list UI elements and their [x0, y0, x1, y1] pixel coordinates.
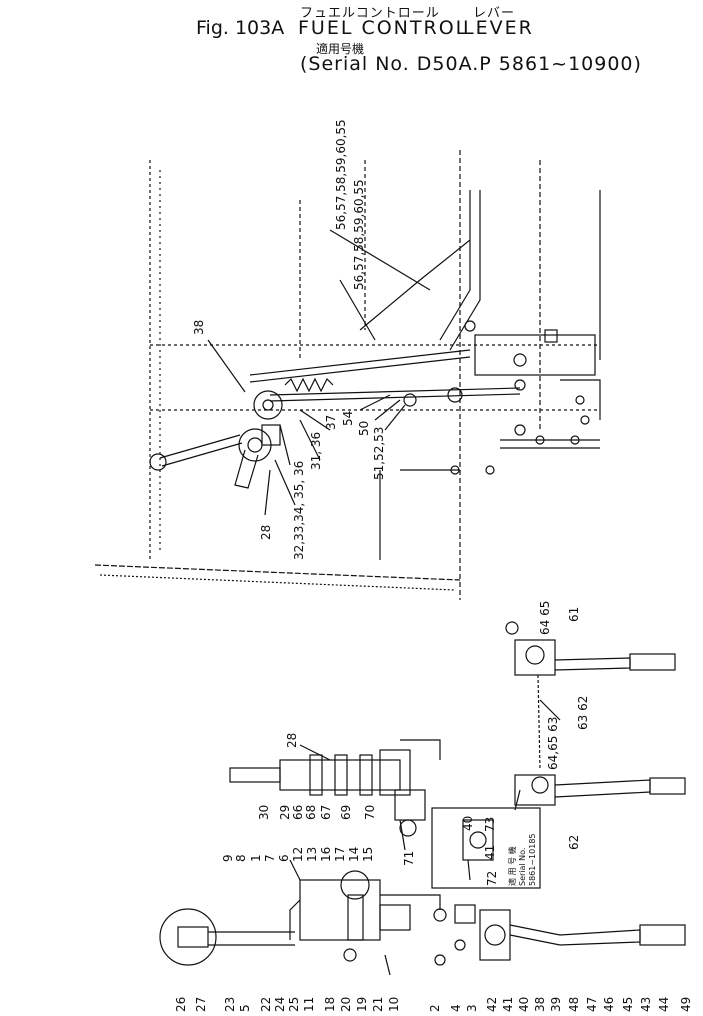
callout-40-inset: 40	[461, 816, 475, 831]
callout-bottom-item: 22	[259, 997, 273, 1012]
callout-bottom-row: 26 27 23 5 22 24 25 11 18 20 19 21 10 2 …	[174, 997, 693, 1012]
callout-63-62: 63 62	[576, 696, 590, 730]
callout-row-a-item: 30	[257, 805, 271, 820]
lower-callouts: 64 65 61 63 62 64,65 63 62 28 30 29 66 6…	[174, 601, 693, 1012]
callout-bottom-item: 45	[621, 997, 635, 1012]
callout-bottom-item: 18	[323, 997, 337, 1012]
callout-row-b-item: 8	[234, 854, 248, 862]
callout-bottom-item: 49	[679, 997, 693, 1012]
callout-bottom-item: 20	[339, 997, 353, 1012]
inset-serial-note: 適 用 号 機 Serial No. 5861~10185	[507, 833, 537, 886]
lower-assembly-view	[159, 621, 686, 976]
callout-61: 61	[567, 607, 581, 622]
callout-31-36: 31, 36	[309, 432, 323, 470]
callout-64-65-top: 64 65	[538, 601, 552, 635]
callout-row-a-item: 68	[304, 805, 318, 820]
callout-row-a-item: 29	[278, 805, 292, 820]
callout-row-b-item: 6	[277, 854, 291, 862]
callout-bottom-item: 10	[387, 997, 401, 1012]
japanese-lever-label: レバー	[473, 6, 516, 21]
callout-38: 38	[192, 320, 206, 335]
callout-row-a-item: 66	[291, 805, 305, 820]
callout-bottom-item: 40	[517, 997, 531, 1012]
upper-assembly-view	[94, 150, 601, 600]
callout-row-a-item: 69	[339, 805, 353, 820]
title-block: フュエルコントロール レバー Fig. 103A FUEL CONTROL LE…	[0, 0, 703, 80]
callout-41-inset: 41	[483, 845, 497, 860]
callout-row-b-item: 9	[221, 854, 235, 862]
callout-bottom-item: 39	[549, 997, 563, 1012]
callout-row-b-item: 12	[291, 847, 305, 862]
callout-row-b-item: 17	[333, 847, 347, 862]
figure-number: Fig. 103A	[196, 17, 285, 39]
callout-row-b: 9 8 1 7 6 12 13 16 17 14 15	[221, 847, 375, 862]
callout-bottom-item: 2	[428, 1004, 442, 1012]
callout-54: 54	[341, 411, 355, 426]
callout-bottom-item: 3	[465, 1004, 479, 1012]
callout-56-group-a: 56,57,58,59,60,55	[334, 119, 348, 230]
callout-28-upper: 28	[259, 525, 273, 540]
callout-bottom-item: 23	[223, 997, 237, 1012]
callout-row-b-item: 14	[347, 847, 361, 862]
figure-title-lever: LEVER	[463, 17, 534, 39]
callout-62: 62	[567, 835, 581, 850]
callout-bottom-item: 21	[371, 997, 385, 1012]
callout-bottom-item: 26	[174, 997, 188, 1012]
callout-bottom-item: 44	[657, 997, 671, 1012]
callout-bottom-item: 42	[485, 997, 499, 1012]
japanese-title: フュエルコントロール	[300, 6, 440, 21]
callout-64-65-63: 64,65 63	[546, 717, 560, 770]
callout-row-a: 30 29 66 68 67 69 70	[257, 805, 377, 820]
callout-row-a-item: 70	[363, 805, 377, 820]
callout-37: 37	[324, 415, 338, 430]
callout-bottom-item: 11	[302, 997, 316, 1012]
callout-32-36: 32,33,34, 35, 36	[292, 461, 306, 560]
callout-28-lower: 28	[285, 733, 299, 748]
callout-bottom-item: 43	[639, 997, 653, 1012]
callout-bottom-item: 25	[287, 997, 301, 1012]
callout-56-group-b: 56,57,58,59,60,55	[352, 179, 366, 290]
callout-bottom-item: 24	[273, 997, 287, 1012]
callout-row-a-item: 67	[319, 805, 333, 820]
callout-73: 73	[483, 817, 497, 832]
callout-bottom-item: 47	[585, 997, 599, 1012]
callout-bottom-item: 48	[567, 997, 581, 1012]
serial-range: (Serial No. D50A.P 5861~10900)	[300, 53, 642, 75]
callout-row-b-item: 16	[319, 847, 333, 862]
callout-50: 50	[357, 421, 371, 436]
callout-row-b-item: 1	[249, 854, 263, 862]
inset-note-line: 適 用 号 機	[507, 846, 517, 886]
callout-bottom-item: 38	[533, 997, 547, 1012]
callout-71: 71	[402, 851, 416, 866]
callout-row-b-item: 7	[263, 854, 277, 862]
inset-note-line: 5861~10185	[528, 833, 537, 886]
callout-bottom-item: 19	[355, 997, 369, 1012]
callout-72: 72	[485, 871, 499, 886]
callout-bottom-item: 27	[194, 997, 208, 1012]
callout-row-b-item: 15	[361, 847, 375, 862]
callout-51-53: 51,52,53	[372, 427, 386, 480]
inset-note-line: Serial No.	[518, 848, 527, 886]
upper-callouts: 38 56,57,58,59,60,55 56,57,58,59,60,55 3…	[192, 119, 386, 560]
figure-title: FUEL CONTROL	[298, 17, 469, 39]
japanese-serial-heading: 適用号機	[316, 42, 365, 56]
callout-bottom-item: 41	[501, 997, 515, 1012]
callout-bottom-item: 46	[602, 997, 616, 1012]
callout-bottom-item: 5	[238, 1004, 252, 1012]
callout-row-b-item: 13	[305, 847, 319, 862]
callout-bottom-item: 4	[449, 1004, 463, 1012]
